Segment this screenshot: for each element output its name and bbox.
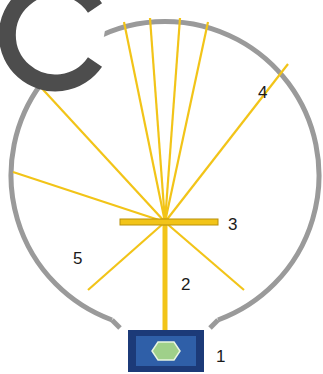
sample-plate bbox=[120, 219, 218, 225]
callout-number: 2 bbox=[181, 276, 190, 293]
ring-end bbox=[210, 320, 218, 328]
incident-beam bbox=[163, 222, 168, 330]
source-window bbox=[136, 336, 196, 366]
crystal-icon bbox=[152, 342, 180, 360]
c-shape bbox=[7, 0, 95, 83]
callout-number: 5 bbox=[73, 250, 82, 267]
callout-number: 1 bbox=[216, 348, 225, 365]
callout-number: 4 bbox=[258, 84, 267, 101]
callout-number: 3 bbox=[228, 216, 237, 233]
x-ray-source bbox=[128, 330, 204, 372]
ring-end bbox=[112, 320, 120, 328]
